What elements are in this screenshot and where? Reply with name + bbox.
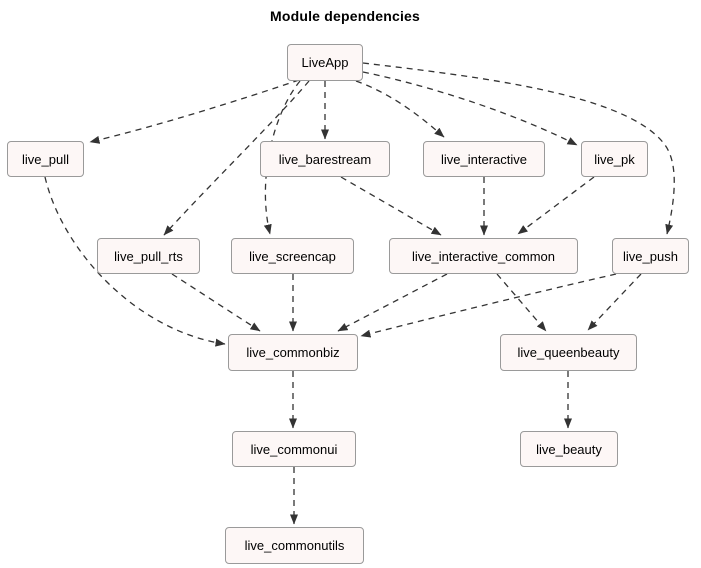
- node-live_interactive: live_interactive: [423, 141, 545, 177]
- node-live_beauty: live_beauty: [520, 431, 618, 467]
- node-label: LiveApp: [301, 55, 349, 70]
- node-label: live_pull: [22, 151, 69, 167]
- edge-live_interactive_common-to-live_queenbeauty: [496, 273, 547, 332]
- node-live_screencap: live_screencap: [231, 238, 354, 274]
- node-label: live_pk: [594, 151, 635, 167]
- edge-LiveApp-to-live_pull: [89, 79, 300, 144]
- node-LiveApp: LiveApp: [287, 44, 363, 81]
- node-label: live_interactive_common: [411, 248, 556, 264]
- node-label: live_commonbiz: [246, 345, 340, 360]
- node-live_interactive_common: live_interactive_common: [389, 238, 578, 274]
- node-live_commonui: live_commonui: [232, 431, 356, 467]
- node-live_pull: live_pull: [7, 141, 84, 177]
- edge-live_barestream-to-live_interactive_common: [340, 176, 442, 236]
- edge-live_pull_rts-to-live_commonbiz: [171, 273, 261, 332]
- edge-LiveApp-to-live_pk: [362, 71, 578, 146]
- node-label: live_interactive: [441, 151, 527, 167]
- edge-live_pk-to-live_interactive_common: [517, 176, 595, 235]
- node-label: live_queenbeauty: [517, 345, 620, 360]
- node-live_pull_rts: live_pull_rts: [97, 238, 200, 274]
- edge-LiveApp-to-live_interactive: [355, 80, 445, 138]
- node-live_push: live_push: [612, 238, 689, 274]
- node-label: live_beauty: [536, 441, 602, 457]
- node-label: live_barestream: [278, 151, 372, 167]
- edge-live_interactive_common-to-live_commonbiz: [337, 273, 448, 332]
- node-label: live_screencap: [249, 248, 336, 264]
- diagram-title: Module dependencies: [269, 8, 421, 24]
- node-label: live_commonutils: [244, 538, 345, 553]
- node-live_commonbiz: live_commonbiz: [228, 334, 358, 371]
- node-live_barestream: live_barestream: [260, 141, 390, 177]
- node-live_pk: live_pk: [581, 141, 648, 177]
- node-label: live_commonui: [250, 441, 338, 457]
- node-label: live_push: [623, 248, 678, 264]
- node-label: live_pull_rts: [114, 248, 183, 264]
- node-live_commonutils: live_commonutils: [225, 527, 364, 564]
- edge-live_push-to-live_queenbeauty: [587, 273, 642, 331]
- node-live_queenbeauty: live_queenbeauty: [500, 334, 637, 371]
- edge-live_push-to-live_commonbiz: [360, 273, 617, 338]
